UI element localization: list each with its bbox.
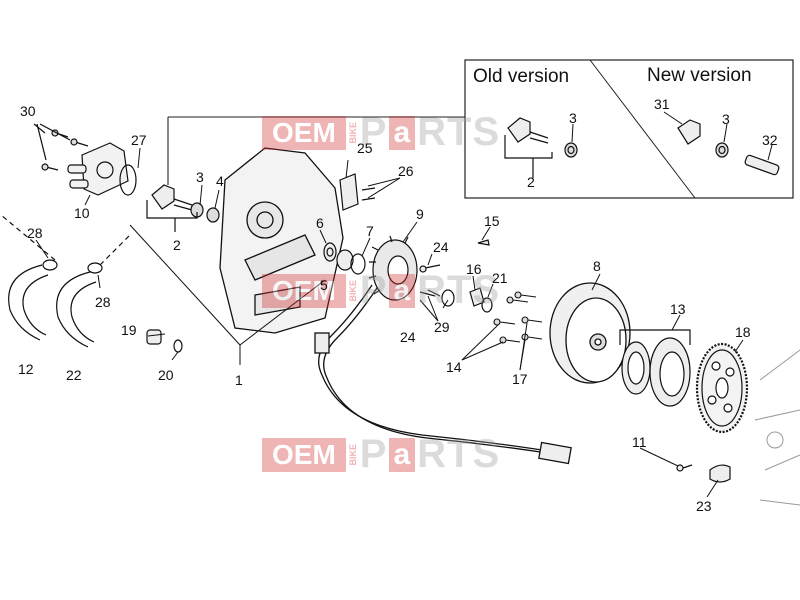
screws-30 <box>33 123 89 171</box>
watermark-oem: OEM <box>262 115 346 150</box>
part-label-30: 30 <box>20 103 36 119</box>
watermark-a: a <box>389 273 416 308</box>
version-inset-box <box>168 59 794 199</box>
part-label-20: 20 <box>158 367 174 383</box>
part-label-31: 31 <box>654 96 670 112</box>
water-pump-cover <box>67 142 129 196</box>
screw-11-cap-23 <box>676 464 731 483</box>
old-version-heading: Old version <box>473 66 570 87</box>
seals-5-6-7 <box>323 242 366 275</box>
watermark-oem: OEM <box>262 437 346 472</box>
starter-gear <box>695 342 749 434</box>
part-label-18: 18 <box>735 324 751 340</box>
plug-19-20 <box>146 329 183 353</box>
part-label-27: 27 <box>131 132 147 148</box>
crankcase-fragment <box>754 349 800 506</box>
part-label-24: 24 <box>400 329 416 345</box>
part-label-2: 2 <box>173 237 181 253</box>
part-label-14: 14 <box>446 359 462 375</box>
part-label-32: 32 <box>762 132 778 148</box>
watermark-rts: RTS <box>417 110 501 154</box>
new-version-pump-parts <box>677 119 780 176</box>
watermark-a: a <box>389 437 416 472</box>
part-label-7: 7 <box>366 223 374 239</box>
part-label-21: 21 <box>492 270 508 286</box>
part-label-26: 26 <box>398 163 414 179</box>
watermark-bike: BIKE <box>347 279 358 302</box>
part-label-16: 16 <box>466 261 482 277</box>
watermark-rts: RTS <box>417 432 501 476</box>
wiring-harness <box>314 284 572 465</box>
part-label-28: 28 <box>95 294 111 310</box>
watermark-p: P <box>359 268 388 312</box>
part-label-2-old: 2 <box>527 174 535 190</box>
part-label-22: 22 <box>66 367 82 383</box>
part-label-24: 24 <box>433 239 449 255</box>
part-label-17: 17 <box>512 371 528 387</box>
part-label-25: 25 <box>357 140 373 156</box>
leader-lines <box>35 111 773 498</box>
part-label-3-new: 3 <box>722 111 730 127</box>
watermark-oem: OEM <box>262 273 346 308</box>
part-label-13: 13 <box>670 301 686 317</box>
part-label-8: 8 <box>593 258 601 274</box>
part-label-9: 9 <box>416 206 424 222</box>
bolts-14-17 <box>493 291 543 344</box>
watermark-p: P <box>359 110 388 154</box>
part-label-6: 6 <box>316 215 324 231</box>
part-label-15: 15 <box>484 213 500 229</box>
part-label-3: 3 <box>196 169 204 185</box>
starter-clutch <box>619 329 691 407</box>
part-label-12: 12 <box>18 361 34 377</box>
part-label-11: 11 <box>632 434 647 450</box>
small-fasteners <box>419 239 493 313</box>
part-label-29: 29 <box>434 319 450 335</box>
coolant-hoses <box>0 213 131 348</box>
pump-shaft-assembly <box>146 184 220 232</box>
watermark-rts: RTS <box>417 268 501 312</box>
part-label-5: 5 <box>320 277 328 293</box>
old-version-pump-shaft <box>504 117 578 178</box>
stator-coil <box>368 235 418 301</box>
part-label-19: 19 <box>121 322 137 338</box>
o-ring-27 <box>119 164 137 196</box>
watermark-a: a <box>389 115 416 150</box>
part-label-23: 23 <box>696 498 712 514</box>
new-version-heading: New version <box>647 65 752 86</box>
crankcase-cover <box>219 147 344 334</box>
part-label-3-old: 3 <box>569 110 577 126</box>
part-label-4: 4 <box>216 173 224 189</box>
watermark-bike: BIKE <box>347 443 358 466</box>
bracket-25 <box>339 173 376 211</box>
flywheel-rotor <box>549 282 631 384</box>
part-label-1: 1 <box>235 372 243 388</box>
part-label-28: 28 <box>27 225 43 241</box>
watermark-p: P <box>359 432 388 476</box>
part-label-10: 10 <box>74 205 90 221</box>
